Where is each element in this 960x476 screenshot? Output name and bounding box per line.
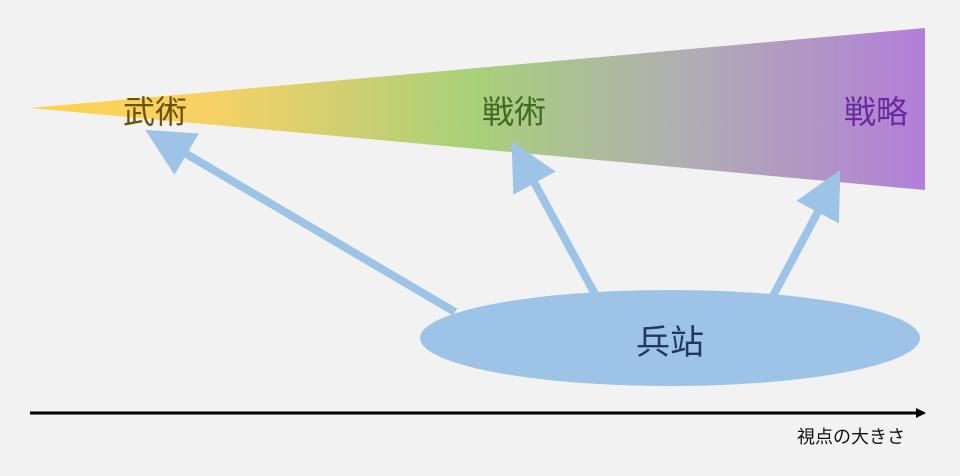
label-senjutsu: 戦術 bbox=[482, 93, 546, 131]
label-logistics: 兵站 bbox=[636, 323, 704, 363]
arrow-to-senryaku bbox=[769, 169, 841, 298]
logistics-ellipse bbox=[420, 290, 920, 386]
arrow-to-senjutsu bbox=[511, 140, 600, 298]
label-bujutsu: 武術 bbox=[123, 93, 187, 131]
axis-label: 視点の大きさ bbox=[797, 427, 905, 448]
label-senryaku: 戦略 bbox=[844, 93, 908, 131]
arrow-to-bujutsu bbox=[145, 129, 458, 316]
scope-wedge bbox=[30, 28, 925, 190]
